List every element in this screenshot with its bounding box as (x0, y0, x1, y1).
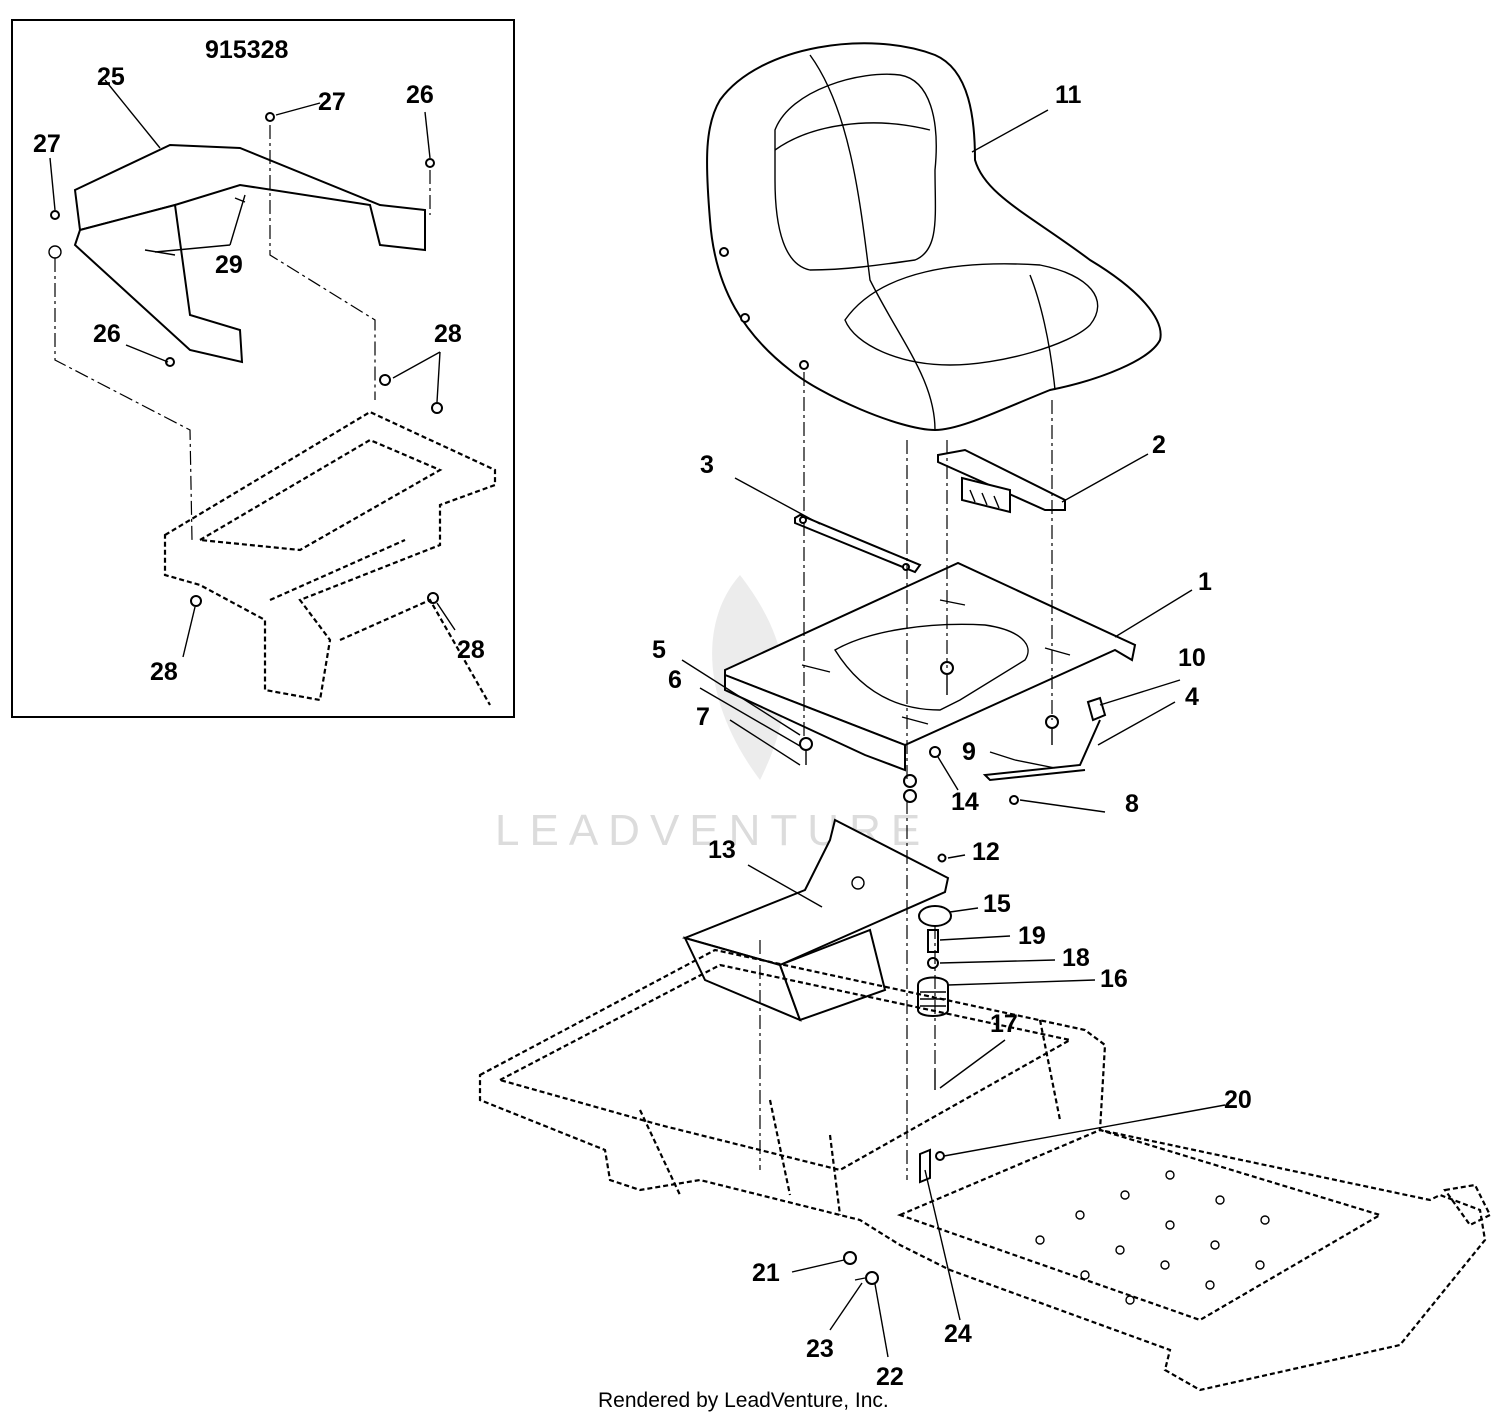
callout-21: 21 (752, 1259, 780, 1287)
callout-25: 25 (97, 63, 125, 91)
callout-15: 15 (983, 890, 1011, 918)
nut-28-a (379, 374, 391, 386)
bracket-part-2 (937, 448, 1066, 514)
inset-part-number: 915328 (205, 36, 289, 64)
callout-16: 16 (1100, 965, 1128, 993)
washer-part-18 (927, 957, 939, 969)
callout-26-right: 26 (406, 81, 434, 109)
assembly-guide-lines (759, 372, 1053, 1180)
callout-10: 10 (1178, 644, 1206, 672)
callout-28-top: 28 (434, 320, 462, 348)
callout-12: 12 (972, 838, 1000, 866)
nut-28-c (190, 595, 202, 607)
nut-part-20 (935, 1151, 945, 1161)
callout-9: 9 (962, 738, 976, 766)
screw-27-top (265, 112, 275, 122)
callout-23: 23 (806, 1335, 834, 1363)
nut-28-b (431, 402, 443, 414)
washer-seat-c (903, 774, 917, 788)
callout-2: 2 (1152, 431, 1166, 459)
callout-1: 1 (1198, 568, 1212, 596)
bracket-part-24 (919, 1148, 931, 1184)
spacer-part-19 (927, 929, 939, 953)
mower-frame-outline (478, 948, 1492, 1392)
seat-plate-part-1 (724, 561, 1137, 772)
washer-part-6 (799, 737, 813, 751)
callout-20: 20 (1224, 1086, 1252, 1114)
callout-22: 22 (876, 1363, 904, 1391)
callout-28-left: 28 (150, 658, 178, 686)
washer-seat-b (1045, 715, 1059, 729)
screw-26-right (425, 158, 435, 168)
footer-credit: Rendered by LeadVenture, Inc. (598, 1389, 889, 1412)
nut-28-d (427, 592, 439, 604)
screw-27-left (50, 210, 60, 220)
nut-part-21 (843, 1251, 857, 1265)
callout-4: 4 (1185, 683, 1199, 711)
frame-floor-holes (1035, 1170, 1270, 1305)
latch-part-4 (982, 696, 1107, 782)
callout-28-right: 28 (457, 636, 485, 664)
bolt-part-23 (854, 1277, 866, 1281)
callout-18: 18 (1062, 944, 1090, 972)
callout-5: 5 (652, 636, 666, 664)
inset-kit-panel: 915328 (11, 19, 515, 718)
callout-24: 24 (944, 1320, 972, 1348)
strip-part-3 (794, 513, 922, 574)
callout-14: 14 (951, 788, 979, 816)
spring-part-9 (1014, 759, 1056, 769)
callout-29: 29 (215, 251, 243, 279)
callout-27-left: 27 (33, 130, 61, 158)
clip-part-8 (1009, 795, 1019, 805)
inset-frame-outline (163, 410, 497, 706)
callout-17: 17 (990, 1010, 1018, 1038)
screw-26-left (165, 357, 175, 367)
callout-26-left: 26 (93, 320, 121, 348)
callout-19: 19 (1018, 922, 1046, 950)
nut-part-14 (929, 746, 941, 758)
callout-3: 3 (700, 451, 714, 479)
screw-part-12 (937, 853, 947, 863)
callout-6: 6 (668, 666, 682, 694)
callout-13: 13 (708, 836, 736, 864)
callout-8: 8 (1125, 790, 1139, 818)
washer-seat-d (903, 789, 917, 803)
callout-leaders (681, 109, 1226, 1358)
callout-27-top: 27 (318, 88, 346, 116)
washer-part-22 (865, 1271, 879, 1285)
callout-7: 7 (696, 703, 710, 731)
knob-part-10 (1086, 696, 1107, 722)
callout-11: 11 (1055, 81, 1082, 109)
bumper-part-15 (918, 905, 952, 927)
seat-part-11 (706, 42, 1162, 432)
